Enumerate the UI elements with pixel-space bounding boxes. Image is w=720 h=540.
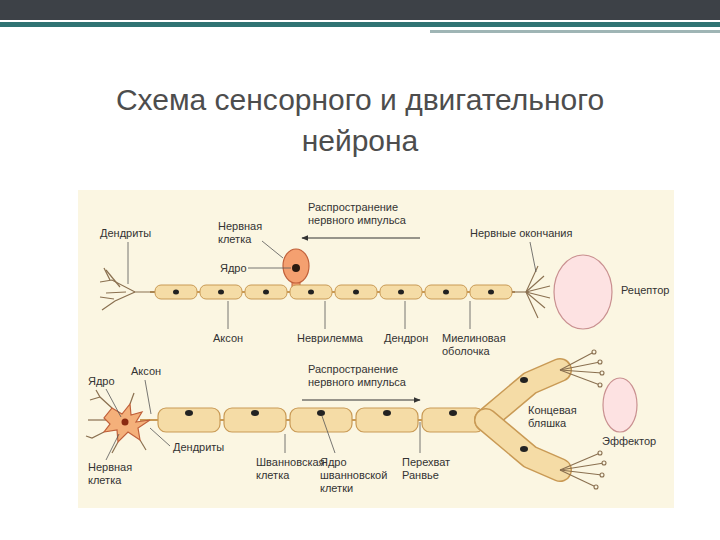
end-plate-knob — [598, 383, 602, 387]
segment-nucleus — [173, 290, 179, 295]
myelin-segment — [470, 285, 512, 299]
segment-nucleus — [263, 290, 269, 295]
nerve-ending — [526, 286, 550, 292]
target-organ: Эффектор — [602, 377, 638, 433]
part-label: Нервная клетка — [88, 461, 146, 487]
impulse-arrow — [302, 238, 420, 239]
myelin-segment — [380, 285, 422, 299]
dendrites — [100, 268, 155, 310]
motor-neuron — [86, 350, 606, 489]
end-plate-knob — [600, 473, 604, 477]
myelin-segment — [425, 285, 467, 299]
organ-outline — [553, 254, 613, 330]
segment-nucleus — [443, 290, 449, 295]
schwann-cells — [158, 408, 484, 432]
schwann-nucleus — [185, 410, 193, 416]
end-plates — [560, 350, 606, 489]
schwann-nucleus — [317, 410, 325, 416]
end-plate-knob — [598, 451, 602, 455]
end-plate-knob — [598, 360, 602, 364]
schwann-cell — [356, 408, 418, 432]
nerve-ending — [526, 292, 545, 308]
nerve-ending — [526, 292, 538, 318]
part-label: Дендриты — [100, 227, 151, 240]
end-plate-knob — [592, 350, 596, 354]
segment-nucleus — [398, 290, 404, 295]
cell-body — [283, 249, 309, 283]
schwann-nucleus — [251, 410, 259, 416]
diagram-panel — [78, 190, 674, 508]
part-label: Аксон — [131, 365, 161, 378]
schwann-cell — [158, 408, 220, 432]
part-label: Распространение нервного импульса — [308, 363, 426, 389]
part-label: Миелиновая оболочка — [442, 332, 517, 358]
leader-lines — [106, 241, 536, 460]
organ-ellipse — [554, 255, 612, 329]
nerve-endings — [512, 266, 550, 318]
part-label: Неврилемма — [297, 332, 363, 345]
schwann-nucleus — [383, 410, 391, 416]
schwann-cell — [224, 408, 286, 432]
end-plate-fibre — [560, 470, 596, 487]
organ-outline — [602, 377, 638, 433]
part-label: Ядро — [220, 262, 247, 275]
myelin-segment — [245, 285, 287, 299]
impulse-arrow — [302, 400, 420, 401]
schwann-cell — [290, 408, 352, 432]
organ-ellipse — [603, 378, 637, 432]
part-label: Распространение нервного импульса — [308, 201, 426, 227]
myelin-segment — [155, 285, 197, 299]
part-label: Ядро шванновской клетки — [320, 456, 392, 496]
cell-body — [104, 404, 150, 442]
organ-label: Рецептор — [621, 284, 669, 297]
end-plate-fibre — [560, 352, 594, 370]
cell-nucleus — [292, 264, 300, 272]
part-label: Концевая бляшка — [528, 404, 588, 430]
part-label: Аксон — [213, 332, 243, 345]
target-organ: Рецептор — [553, 254, 613, 330]
part-label: Ядро — [88, 375, 115, 388]
segment-nucleus — [308, 290, 314, 295]
myelin-segment — [200, 285, 242, 299]
part-label: Нервная клетка — [218, 220, 276, 246]
nerve-ending — [526, 266, 538, 292]
part-label: Перехват Ранвье — [402, 456, 457, 482]
end-plate-knob — [594, 485, 598, 489]
myelin-segment — [335, 285, 377, 299]
top-bar — [0, 0, 720, 20]
organ-label: Эффектор — [602, 435, 656, 448]
part-label: Шванновская клетка — [256, 456, 331, 482]
end-plate-fibre — [560, 362, 600, 370]
schwann-nucleus — [449, 410, 457, 416]
segment-nucleus — [488, 290, 494, 295]
end-plate-fibre — [560, 370, 600, 385]
myelin-segment — [290, 285, 332, 299]
segment-nucleus — [353, 290, 359, 295]
end-plate-fibre — [560, 463, 604, 470]
part-label: Дендриты — [173, 441, 224, 454]
end-plate-knob — [602, 461, 606, 465]
myelin-segments — [155, 285, 512, 299]
part-label: Дендрон — [384, 332, 428, 345]
end-plate-knob — [600, 371, 604, 375]
cell-nucleus — [122, 419, 129, 426]
end-plate-fibre — [560, 453, 600, 470]
impulse-arrows — [302, 238, 420, 400]
part-label: Нервные окончания — [470, 227, 572, 240]
title: Схема сенсорного и двигательного нейрона — [65, 80, 655, 161]
top-stripe — [430, 30, 720, 33]
top-stripe — [0, 22, 720, 27]
segment-nucleus — [218, 290, 224, 295]
